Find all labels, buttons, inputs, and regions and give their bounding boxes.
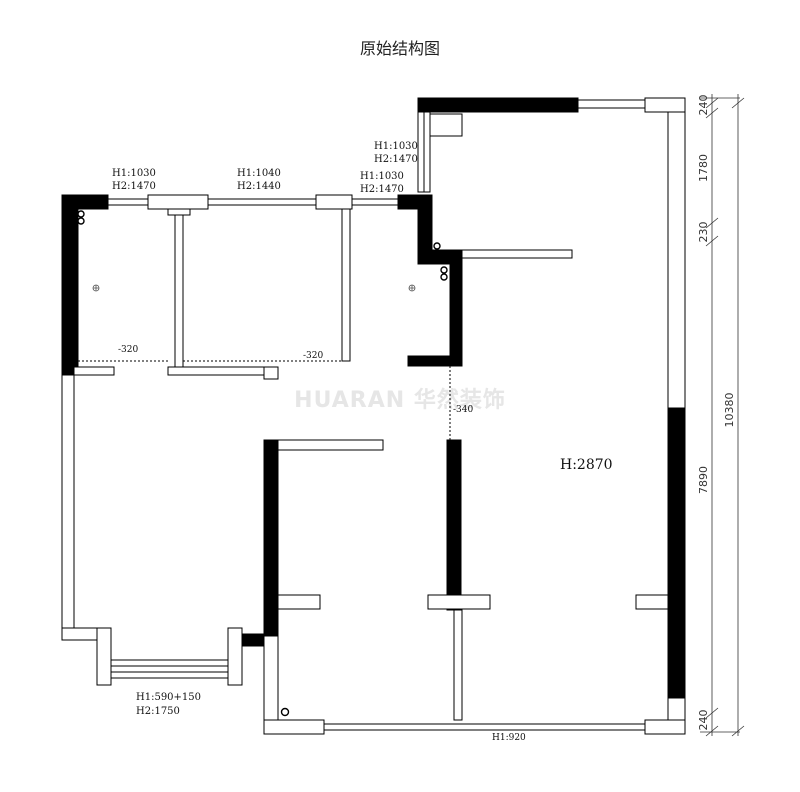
wall-bedroom-west (61, 194, 79, 376)
walls (61, 97, 686, 735)
window-h2-4: H2:1470 (374, 154, 418, 165)
wall-partition-2 (341, 208, 351, 362)
dim-240-bottom: 240 (697, 710, 710, 731)
dimension-tick (705, 217, 719, 229)
window-h2-5: H2:1750 (136, 706, 180, 717)
dim-1780: 1780 (697, 154, 710, 182)
wall-south-b (644, 719, 686, 735)
wall-partition-1 (174, 208, 184, 368)
wall-center-right-lower (453, 609, 463, 721)
window-h2-1: H2:1470 (112, 181, 156, 192)
pipe-icon (280, 707, 290, 717)
pipe-icon (433, 242, 441, 250)
stub-c (635, 594, 669, 610)
wall-north-b (147, 194, 209, 210)
dimension-tick (705, 707, 719, 719)
wall-south-a (263, 719, 325, 735)
counter-kitchen (461, 249, 573, 259)
window-h1-bottom: H1:920 (492, 733, 526, 743)
beam-label-2: -320 (303, 351, 323, 361)
window-h1-1: H1:1030 (112, 168, 156, 179)
pipe-icon (440, 273, 448, 281)
wall-living-west (61, 374, 75, 631)
wall-east-black (667, 407, 686, 699)
dim-240-top: 240 (697, 95, 710, 116)
wall-bedroom1-south (73, 366, 115, 376)
wall-ne-corner (644, 97, 686, 113)
dim-230: 230 (697, 222, 710, 243)
stub-a (277, 594, 321, 610)
window-h2-3: H2:1470 (360, 184, 404, 195)
wall-top-north (417, 97, 579, 113)
wall-center-top (277, 439, 384, 451)
beam-label-3: -340 (453, 405, 473, 415)
wall-center-left (263, 439, 279, 637)
beam-label-1: -320 (118, 345, 138, 355)
window-h1-4: H1:1030 (374, 141, 418, 152)
plan-title: 原始结构图 (360, 39, 440, 58)
wall-living-south-a (61, 627, 101, 641)
ceiling-height-label: H:2870 (560, 457, 613, 473)
pipe-icon (77, 210, 85, 218)
wall-kitchen-west-a (417, 194, 433, 256)
dimension-tick (705, 725, 719, 737)
wall-kitchen-west-b (449, 249, 463, 363)
window-h1-3: H1:1030 (360, 171, 404, 182)
dimension-tick (705, 97, 719, 109)
wall-balcony-west (96, 627, 112, 686)
dim-7890: 7890 (697, 466, 710, 494)
pipe-icon (440, 266, 448, 274)
outlets (92, 284, 416, 292)
wall-bedroom2-south (167, 366, 279, 376)
watermark: HUARAN 华然装饰 (294, 387, 506, 413)
wall-sw-lower (263, 635, 279, 735)
wall-bedroom-north-a (61, 194, 109, 210)
chimney-box (429, 113, 463, 137)
wall-north-c (315, 194, 353, 210)
dimension-tick (705, 107, 719, 119)
dimension-tick (705, 235, 719, 247)
wall-bedroom2-stub (263, 366, 279, 380)
wall-partition-1-cap (167, 208, 191, 216)
dim-total: 10380 (723, 393, 736, 428)
window-h2-2: H2:1440 (237, 181, 281, 192)
wall-balcony-east (227, 627, 243, 686)
wall-east-upper (667, 111, 686, 409)
pipe-icon (77, 217, 85, 225)
pipes (77, 210, 448, 717)
dimension-tick (731, 725, 745, 737)
dimension-lines (700, 94, 745, 737)
wall-bedroom3-south (407, 355, 463, 367)
wall-center-right (446, 439, 462, 611)
stub-b (427, 594, 491, 610)
window-h1-2: H1:1040 (237, 168, 281, 179)
window-h1-5: H1:590+150 (136, 692, 201, 703)
dimension-tick (731, 97, 745, 109)
